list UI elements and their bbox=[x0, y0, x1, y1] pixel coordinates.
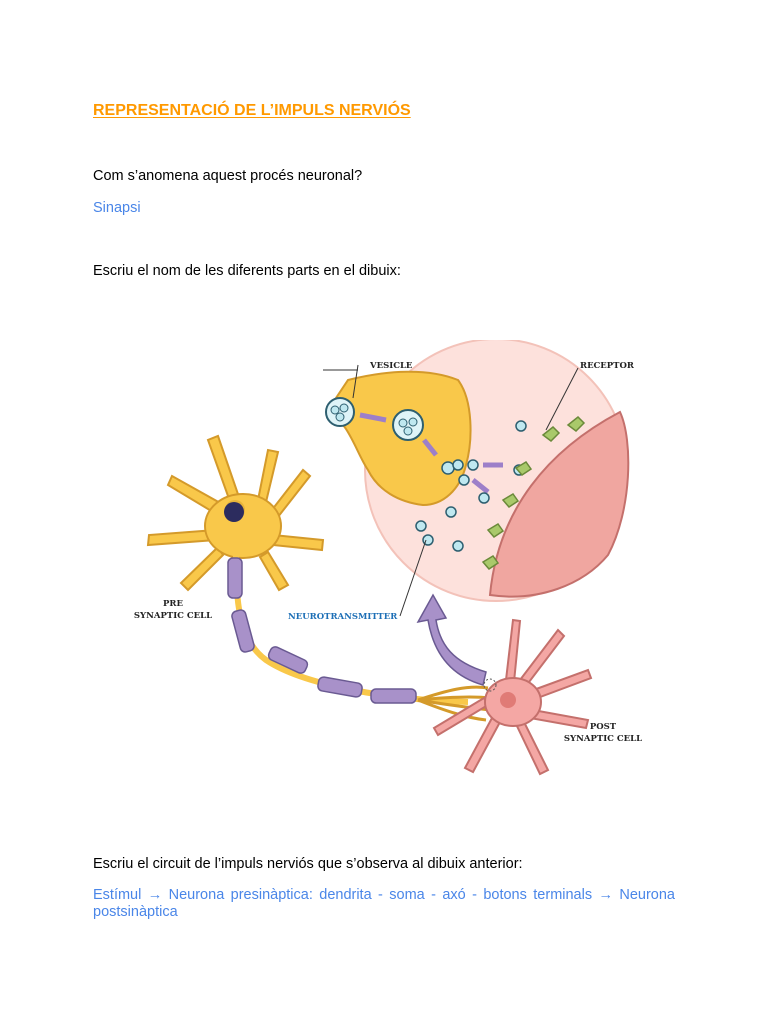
question-3: Escriu el circuit de l’impuls nerviós qu… bbox=[93, 856, 523, 872]
question-2: Escriu el nom de les diferents parts en … bbox=[93, 263, 401, 279]
label-post-line2: SYNAPTIC CELL bbox=[564, 734, 642, 744]
arrow-icon bbox=[422, 438, 438, 457]
myelin-sheaths bbox=[227, 557, 417, 704]
label-pre-line2: SYNAPTIC CELL bbox=[134, 611, 212, 621]
vesicle-2 bbox=[392, 409, 424, 441]
receptors bbox=[481, 415, 586, 570]
arrow-icon bbox=[471, 478, 490, 494]
arrow-icon bbox=[359, 412, 387, 423]
question-1: Com s’anomena aquest procés neuronal? bbox=[93, 168, 363, 184]
page-title: REPRESENTACIÓ DE L’IMPULS NERVIÓS bbox=[93, 102, 411, 119]
label-neurotransmitter: NEUROTRANSMITTER bbox=[288, 612, 398, 622]
postsynaptic-membrane bbox=[488, 410, 630, 598]
postsynaptic-neuron bbox=[432, 618, 593, 776]
label-vesicle: VESICLE bbox=[369, 361, 413, 371]
label-post-line1: POST bbox=[590, 722, 617, 732]
vesicle-1 bbox=[325, 397, 355, 427]
presynaptic-neuron bbox=[146, 434, 325, 592]
synapse-diagram: VESICLE RECEPTOR NEUROTRANSMITTER PRE SY… bbox=[134, 340, 642, 776]
label-receptor: RECEPTOR bbox=[580, 361, 635, 371]
label-pre-line1: PRE bbox=[163, 599, 183, 609]
zoom-arrow-icon bbox=[416, 593, 487, 686]
neurotransmitters bbox=[415, 420, 527, 552]
answer-3: Estímul → Neurona presinàptica: dendrita… bbox=[93, 887, 675, 920]
answer-1: Sinapsi bbox=[93, 200, 141, 216]
